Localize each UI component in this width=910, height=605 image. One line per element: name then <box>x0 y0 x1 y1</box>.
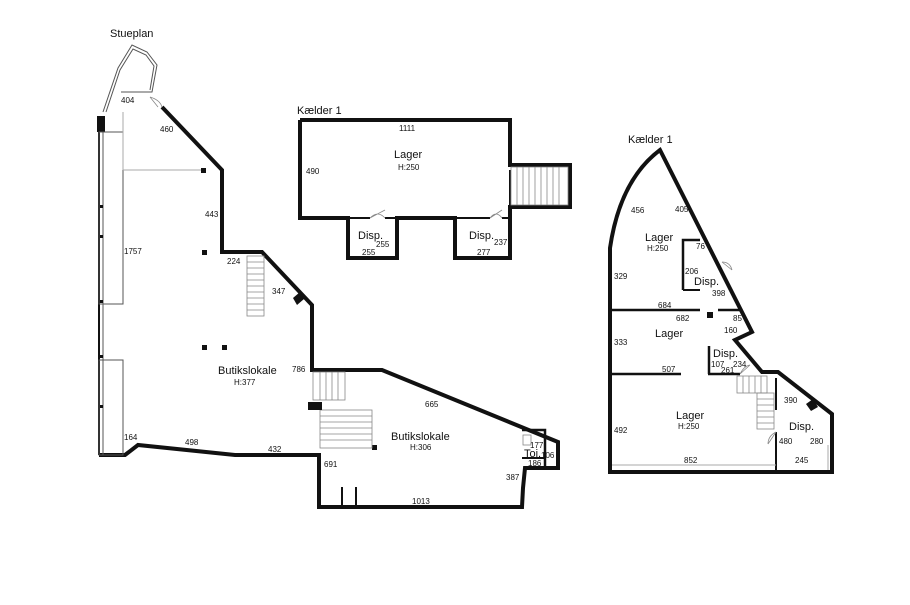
kaelder-mid-title: Kælder 1 <box>297 105 342 117</box>
dimension: 255 <box>376 240 390 249</box>
kaelder-mid-outer-wall <box>298 118 572 260</box>
room-label: Disp. <box>713 348 738 360</box>
room-label: Disp. <box>694 276 719 288</box>
dimension: 665 <box>425 400 439 409</box>
room-label: Lager <box>676 410 704 422</box>
dimension: 160 <box>724 326 738 335</box>
room-height: H:250 <box>678 422 700 431</box>
dimension: 107 <box>711 360 725 369</box>
dimension: 177 <box>530 441 544 450</box>
dimension: 1013 <box>412 497 430 506</box>
room-label: Disp. <box>789 421 814 433</box>
dimension: 480 <box>779 437 793 446</box>
dimension: 164 <box>124 433 138 442</box>
room-label: Lager <box>645 232 673 244</box>
dimension: 255 <box>362 248 376 257</box>
dimension: 682 <box>676 314 690 323</box>
stueplan-outer-wall <box>99 105 560 509</box>
room-height: H:306 <box>410 443 432 452</box>
stair-upper <box>246 255 265 317</box>
room-label: Toi. <box>524 448 541 460</box>
dimension: 1757 <box>124 247 142 256</box>
dimension: 76 <box>696 242 705 251</box>
dimension: 245 <box>795 456 809 465</box>
dimension: 684 <box>658 301 672 310</box>
bay-window <box>102 44 158 113</box>
stair-lower <box>308 371 373 449</box>
dimension: 234 <box>733 360 747 369</box>
dimension: 432 <box>268 445 282 454</box>
dimension: 507 <box>662 365 676 374</box>
dimension: 460 <box>160 125 174 134</box>
room-label: Butikslokale <box>391 431 450 443</box>
dimension: 329 <box>614 272 628 281</box>
dimension: 85 <box>733 314 742 323</box>
stair-right <box>736 375 775 430</box>
dimension: 498 <box>185 438 199 447</box>
stueplan-title: Stueplan <box>110 28 153 40</box>
dimension: 261 <box>721 366 735 375</box>
room-height: H:250 <box>398 163 420 172</box>
stair-mid <box>510 166 569 206</box>
room-height: H:250 <box>647 244 669 253</box>
dimension: 456 <box>631 206 645 215</box>
room-label: Lager <box>655 328 683 340</box>
room-height: H:377 <box>234 378 256 387</box>
dimension: 280 <box>810 437 824 446</box>
dimension: 186 <box>528 459 542 468</box>
kaelder-right-outer-wall <box>608 146 834 474</box>
dimension: 237 <box>494 238 508 247</box>
dimension: 490 <box>306 167 320 176</box>
room-label: Disp. <box>358 230 383 242</box>
dimension: 206 <box>685 267 699 276</box>
dimension: 106 <box>541 451 555 460</box>
dimension: 347 <box>272 287 286 296</box>
dimension: 333 <box>614 338 628 347</box>
dimension: 492 <box>614 426 628 435</box>
toilet-wall <box>522 428 547 470</box>
kaelder-right-title: Kælder 1 <box>628 134 673 146</box>
dimension: 277 <box>477 248 491 257</box>
kaelder-right-plan: Kælder 1 Lager <box>608 134 834 474</box>
dimension: 1111 <box>399 124 416 133</box>
dimension: 691 <box>324 460 338 469</box>
dimension: 405 <box>675 205 689 214</box>
dimension: 404 <box>121 96 135 105</box>
kaelder-mid-plan: Kælder 1 Lager H:250 Disp. Disp. 1111 49… <box>297 105 572 260</box>
column <box>97 116 105 132</box>
stueplan-plan: Stueplan <box>97 28 560 509</box>
room-label: Lager <box>394 149 422 161</box>
dimension: 852 <box>684 456 698 465</box>
dimension: 786 <box>292 365 306 374</box>
room-label: Butikslokale <box>218 365 277 377</box>
dimension: 224 <box>227 257 241 266</box>
dimension: 390 <box>784 396 798 405</box>
left-window-strip <box>98 131 124 305</box>
dimension: 398 <box>712 289 726 298</box>
dimension: 387 <box>506 473 520 482</box>
room-label: Disp. <box>469 230 494 242</box>
dimension: 443 <box>205 210 219 219</box>
